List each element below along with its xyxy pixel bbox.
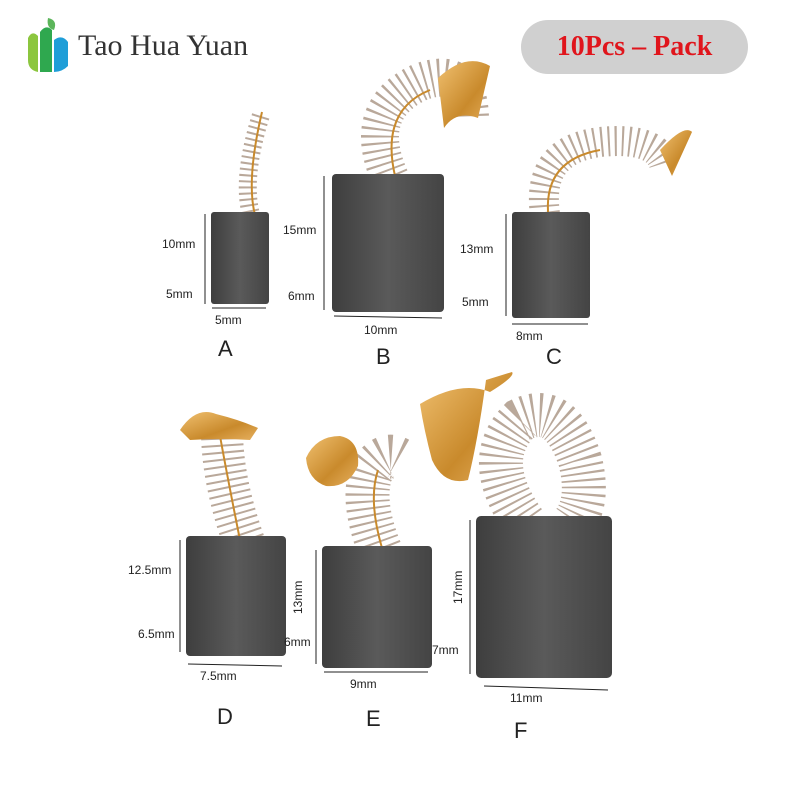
brush-b-height: 15mm bbox=[283, 223, 316, 237]
brush-c-depth: 5mm bbox=[462, 295, 489, 309]
pack-badge: 10Pcs – Pack bbox=[521, 20, 748, 74]
brush-e-height: 13mm bbox=[291, 581, 305, 614]
brush-b-label: B bbox=[376, 344, 391, 369]
brush-f-width: 11mm bbox=[510, 691, 542, 705]
brush-b-width: 10mm bbox=[364, 323, 397, 337]
brush-a-width: 5mm bbox=[215, 313, 242, 327]
brush-a-depth: 5mm bbox=[166, 287, 193, 301]
brush-c-label: C bbox=[546, 344, 562, 369]
brush-a bbox=[204, 109, 271, 309]
brush-f-label: F bbox=[514, 718, 527, 743]
brush-c-width: 8mm bbox=[516, 329, 543, 343]
brush-d-width: 7.5mm bbox=[200, 669, 237, 683]
brush-a-label: A bbox=[218, 336, 233, 361]
brush-b bbox=[323, 58, 490, 319]
brush-e-width: 9mm bbox=[350, 677, 377, 691]
brush-a-height: 10mm bbox=[162, 237, 195, 251]
brush-e bbox=[306, 434, 432, 673]
brush-f bbox=[420, 372, 612, 691]
brush-d-depth: 6.5mm bbox=[138, 627, 175, 641]
brush-e-label: E bbox=[366, 706, 381, 731]
brush-c-height: 13mm bbox=[460, 242, 493, 256]
brush-f-depth: 7mm bbox=[432, 643, 459, 657]
brush-d-label: D bbox=[217, 704, 233, 729]
brand-name: Tao Hua Yuan bbox=[78, 29, 249, 62]
brush-c bbox=[505, 126, 692, 325]
brush-f-height: 17mm bbox=[451, 571, 465, 604]
leaf-logo-icon bbox=[28, 18, 68, 72]
brush-d-height: 12.5mm bbox=[128, 563, 171, 577]
brand: Tao Hua Yuan bbox=[22, 14, 248, 78]
brush-e-depth: 6mm bbox=[284, 635, 311, 649]
brush-d bbox=[179, 412, 286, 667]
brush-b-depth: 6mm bbox=[288, 289, 315, 303]
